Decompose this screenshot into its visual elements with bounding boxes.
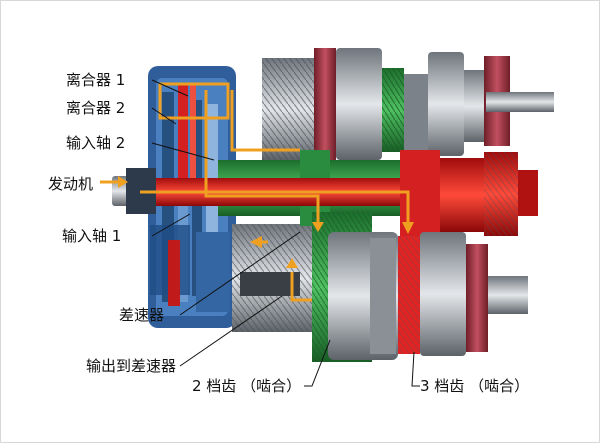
label-input-shaft-2: 输入轴 2 xyxy=(66,134,126,152)
clutch-plates xyxy=(158,82,230,306)
bottom-gear-train xyxy=(328,232,528,360)
power-flow-arrows xyxy=(100,90,320,302)
label-output-to-differential: 输出到差速器 xyxy=(86,357,177,375)
label-clutch-1: 离合器 1 xyxy=(66,71,126,89)
red-shaft-flow-arrow xyxy=(140,190,410,222)
red-shaft xyxy=(130,150,538,354)
label-differential: 差速器 xyxy=(119,306,165,324)
leader-lines xyxy=(151,79,420,387)
label-gear-3: 3 档齿 （啮合） xyxy=(420,377,530,395)
label-clutch-2: 离合器 2 xyxy=(66,99,126,117)
left-gear-stack xyxy=(232,224,322,332)
top-gear-train xyxy=(336,48,554,160)
label-engine: 发动机 xyxy=(48,175,94,193)
top-helical-gear xyxy=(262,48,336,168)
flow-arrowheads xyxy=(118,176,414,268)
label-gear-2: 2 档齿 （啮合） xyxy=(192,377,302,395)
label-input-shaft-1: 输入轴 1 xyxy=(62,227,122,245)
